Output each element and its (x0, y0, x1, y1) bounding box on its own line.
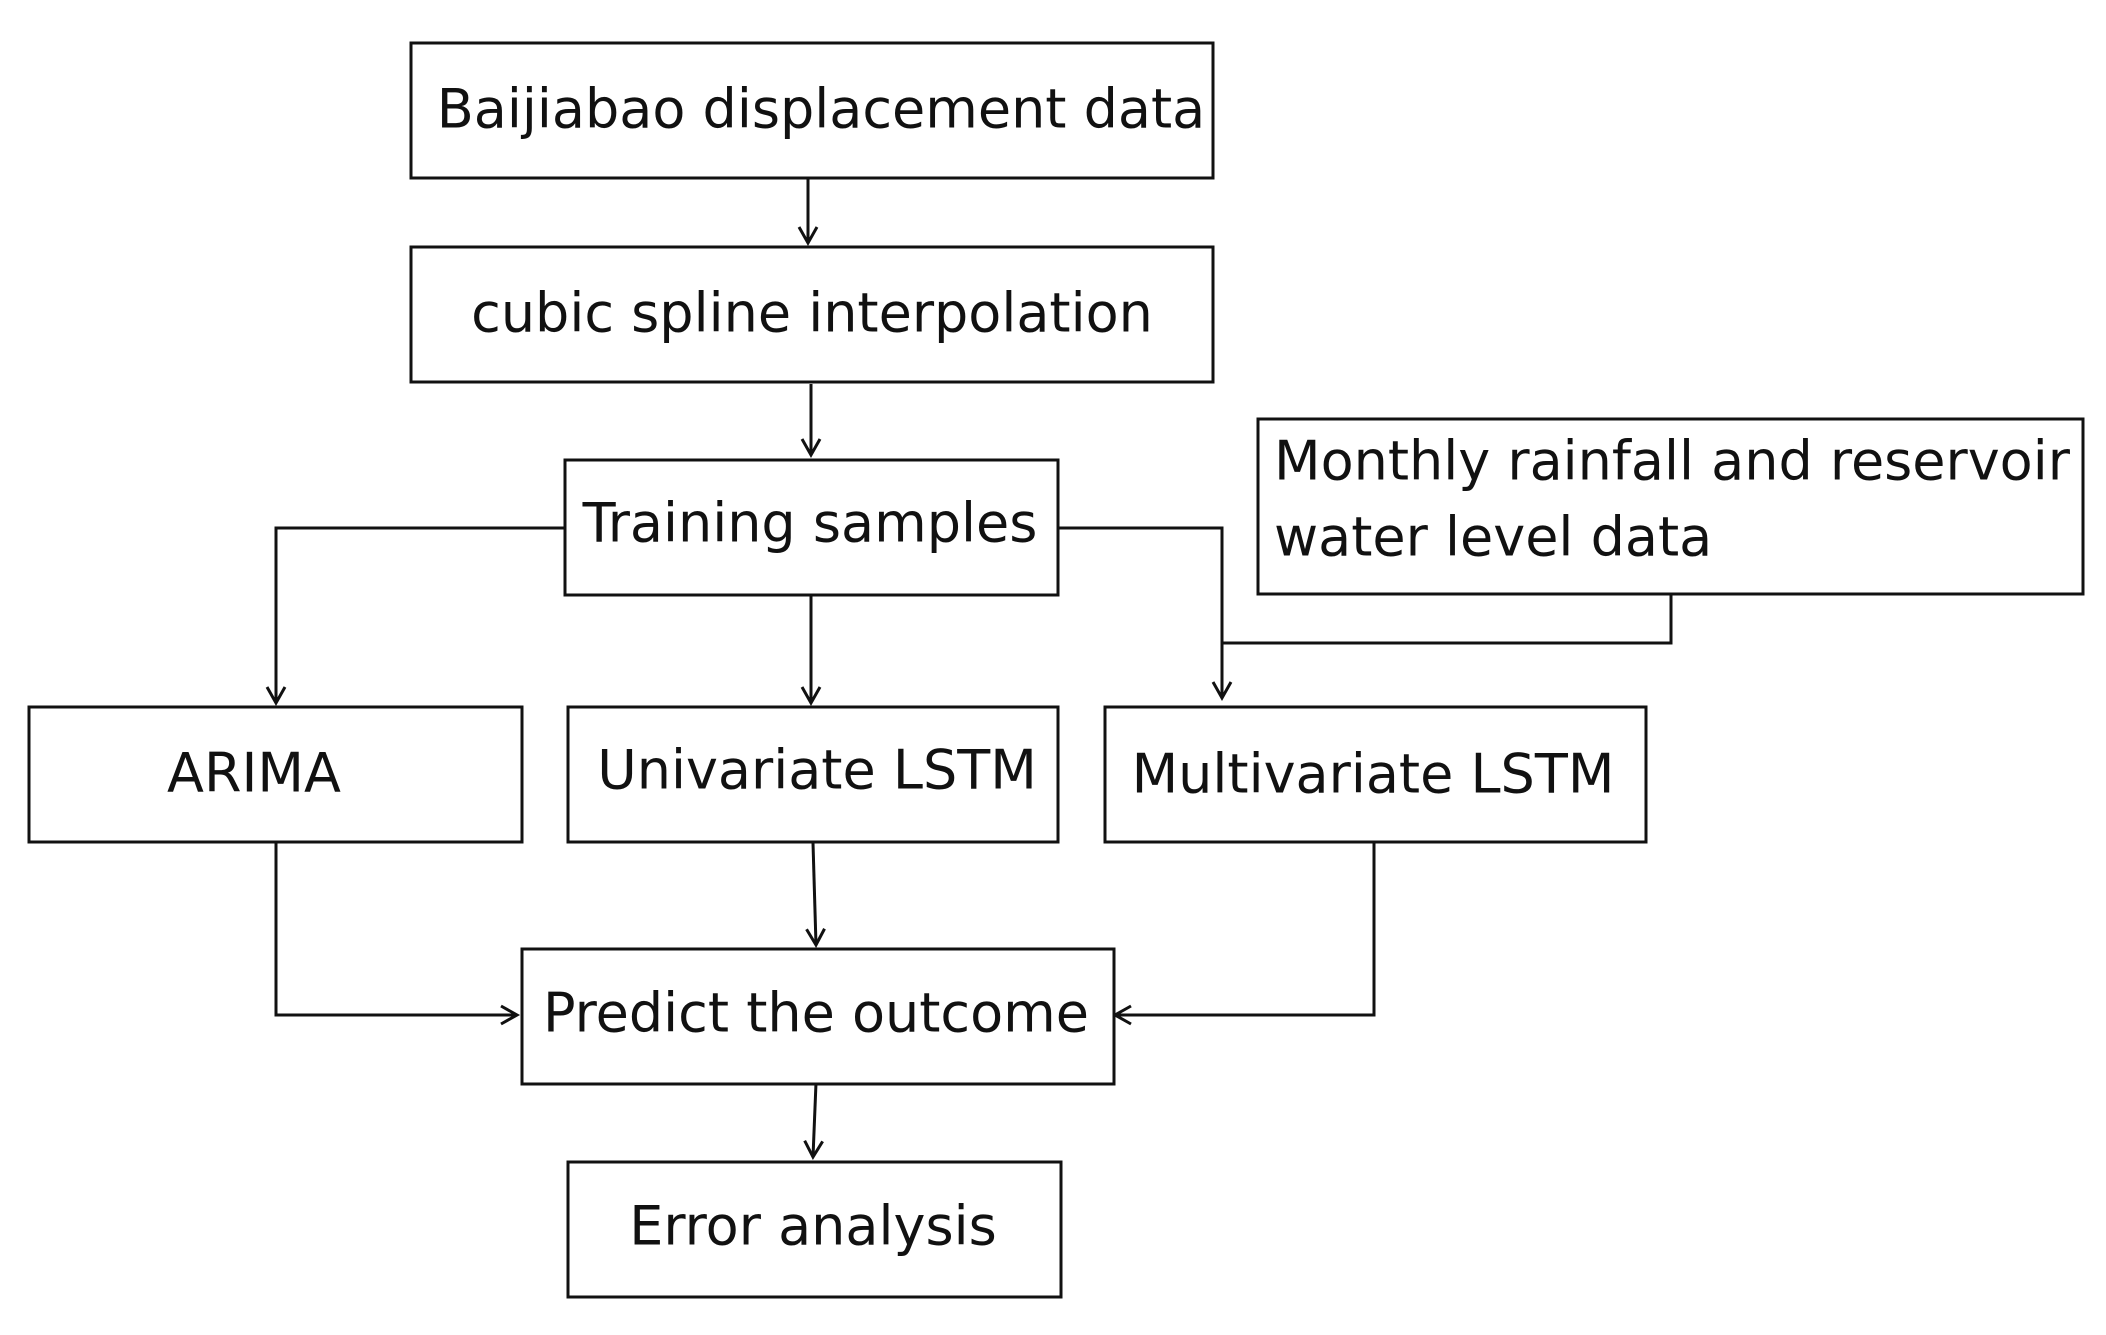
node-box (409, 245, 1215, 384)
node-label: cubic spline interpolation (471, 282, 1153, 345)
node-box (409, 41, 1215, 180)
node-predict-the-outcome: Predict the outcome (520, 947, 1116, 1086)
edge-rainfall-to-multivariate (1222, 594, 1673, 645)
node-label: Multivariate LSTM (1132, 743, 1615, 806)
node-box (27, 705, 524, 844)
node-label: Baijiabao displacement data (437, 78, 1206, 141)
edge-arima-to-predict (274, 843, 521, 1026)
node-label-line-1: Monthly rainfall and reservoir (1274, 430, 2071, 493)
edge-predict-to-error (803, 1082, 824, 1161)
node-box (566, 1160, 1063, 1299)
node-box (566, 705, 1060, 844)
node-label: Error analysis (629, 1195, 996, 1258)
edge-univariate-to-predict (805, 842, 826, 949)
node-label: Training samples (582, 492, 1038, 555)
edge-training-to-arima (265, 526, 565, 707)
edge-training-to-multivariate (1058, 526, 1233, 702)
node-error-analysis: Error analysis (566, 1160, 1063, 1299)
node-box (520, 947, 1116, 1086)
node-label: Predict the outcome (543, 982, 1089, 1045)
node-rainfall-water-level-data: Monthly rainfall and reservoir water lev… (1256, 417, 2085, 596)
node-multivariate-lstm: Multivariate LSTM (1103, 705, 1648, 844)
node-box (1103, 705, 1648, 844)
edge-multivariate-to-predict (1111, 843, 1376, 1026)
node-displacement-data: Baijiabao displacement data (409, 41, 1215, 180)
node-arima: ARIMA (27, 705, 524, 844)
node-box (1256, 417, 2085, 596)
node-training-samples: Training samples (563, 458, 1060, 597)
node-label-line-2: water level data (1274, 506, 1712, 569)
edges (265, 178, 1673, 1161)
node-box (563, 458, 1060, 597)
node-cubic-spline-interpolation: cubic spline interpolation (409, 245, 1215, 384)
node-label: Univariate LSTM (597, 739, 1037, 802)
node-label: ARIMA (167, 742, 341, 805)
node-univariate-lstm: Univariate LSTM (566, 705, 1060, 844)
